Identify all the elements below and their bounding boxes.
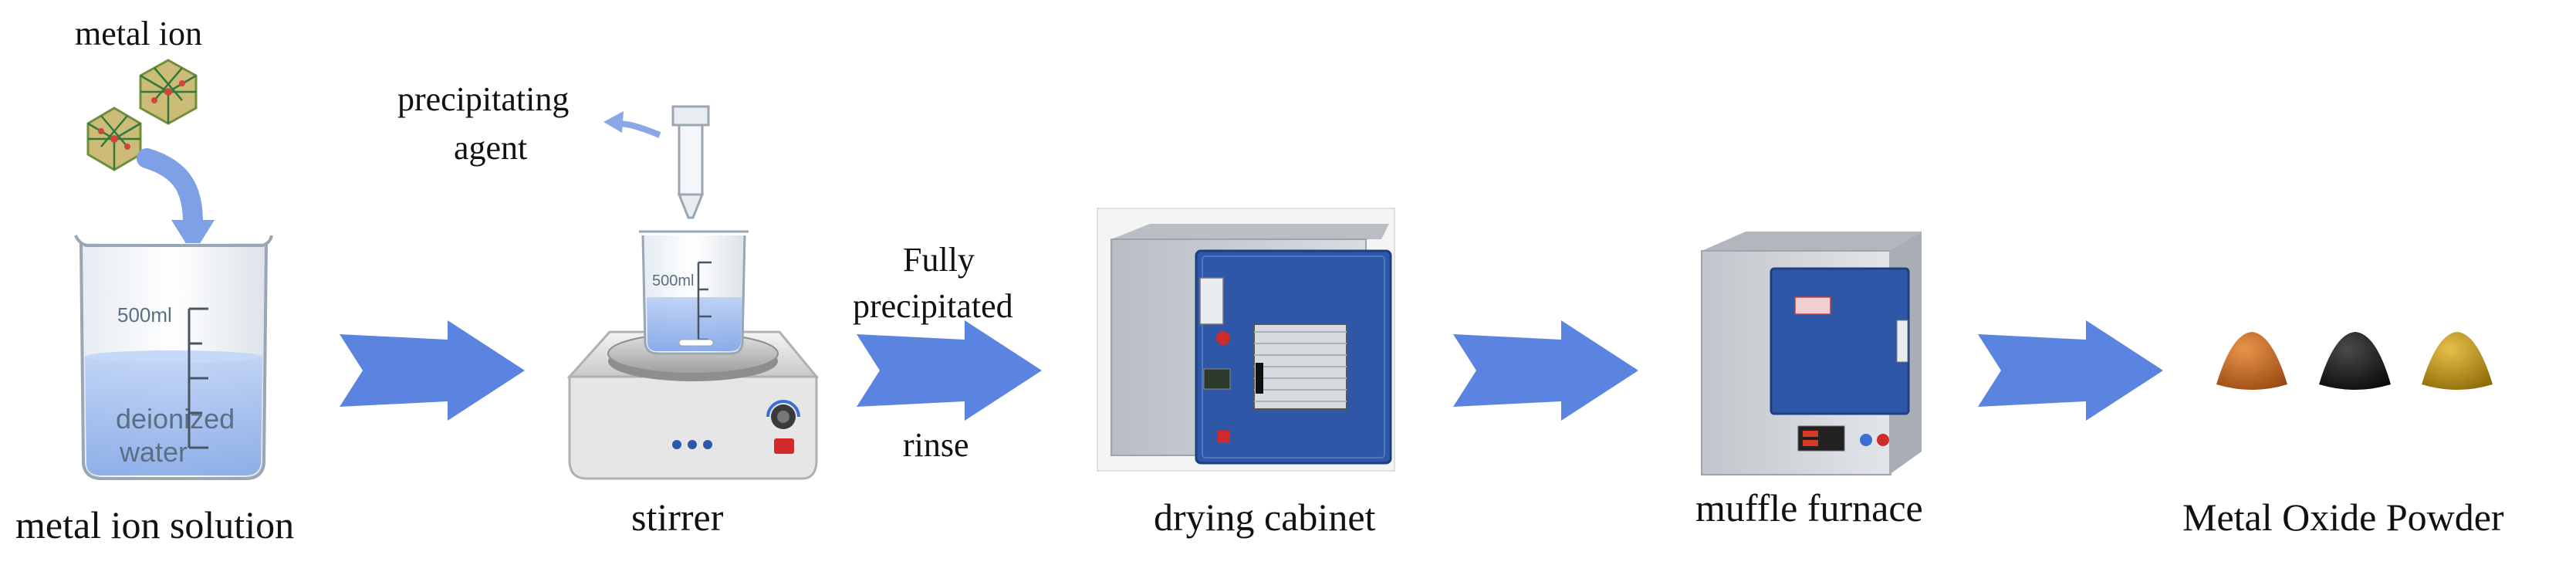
powder-pile-icon	[2216, 332, 2287, 390]
process-arrow	[857, 320, 1042, 421]
stirrer-icon	[566, 230, 820, 480]
rinse-label: rinse	[903, 426, 969, 464]
metal-ion-label: metal ion	[75, 15, 202, 52]
crystal-icon	[86, 59, 198, 171]
fully-precipitated-label-line1: Fully	[903, 241, 975, 279]
process-arrow	[1978, 320, 2163, 421]
beaker-icon	[74, 235, 273, 480]
powder-pile-icon	[2319, 332, 2391, 390]
step-caption-muffle-furnace: muffle furnace	[1695, 486, 1923, 529]
beaker-contents-line1: deionized	[116, 403, 235, 435]
step-caption-drying-cabinet: drying cabinet	[1154, 496, 1376, 539]
drop-arrow-icon	[137, 148, 215, 255]
fully-precipitated-label-line2: precipitated	[853, 287, 1013, 325]
stirrer-beaker-volume-label: 500ml	[652, 272, 695, 289]
beaker-volume-label: 500ml	[117, 303, 172, 326]
step-caption-metal-ion-solution: metal ion solution	[15, 503, 295, 546]
step-caption-metal-oxide-powder: Metal Oxide Powder	[2182, 496, 2504, 539]
pointer-arrow-icon	[603, 111, 661, 138]
burette-icon	[671, 105, 710, 219]
precipitating-agent-label-line2: agent	[454, 129, 528, 167]
precipitating-agent-label-line1: precipitating	[397, 80, 570, 118]
powder-pile-icon	[2422, 332, 2493, 390]
step-caption-stirrer: stirrer	[631, 496, 724, 539]
muffle-furnace-icon	[1701, 232, 1922, 475]
process-arrow	[1453, 320, 1638, 421]
drying-cabinet-icon	[1097, 208, 1395, 472]
beaker-contents-line2: water	[120, 436, 188, 468]
process-arrow	[340, 320, 525, 421]
